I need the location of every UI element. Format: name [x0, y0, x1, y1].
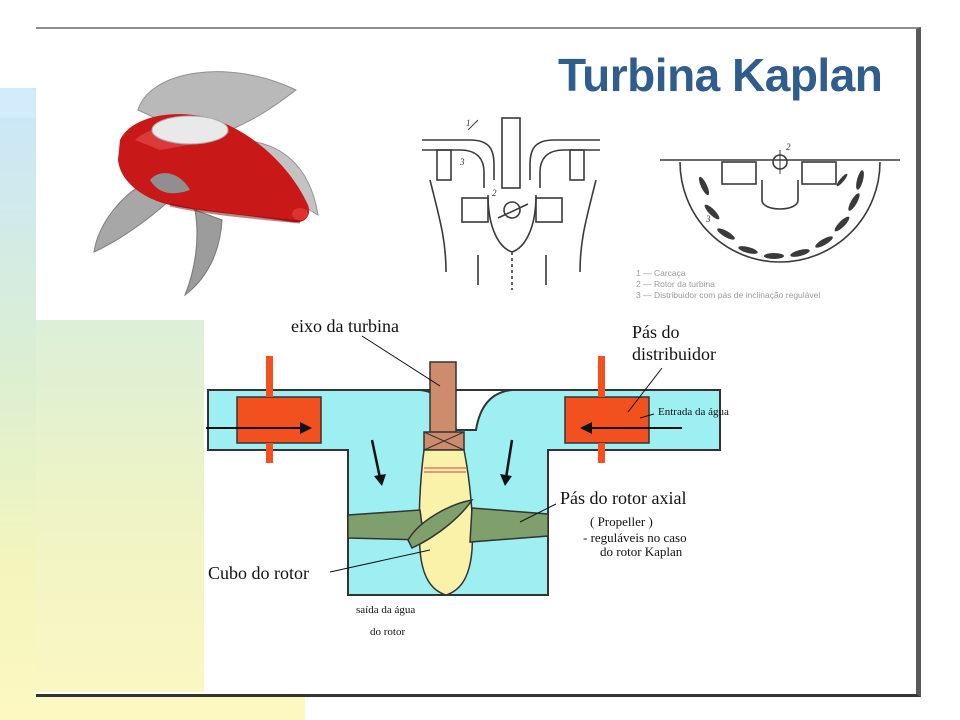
sketch-plan-number-3: 3 — [705, 214, 711, 224]
sketch-number-2: 2 — [492, 188, 497, 198]
sketch-plan-view — [660, 150, 900, 263]
label-cubo-rotor: Cubo do rotor — [208, 563, 309, 583]
sketch-plan-vanes — [698, 170, 864, 259]
label-saida-agua-1: saída da água — [356, 604, 416, 616]
label-regulaveis-1: - reguláveis no caso — [583, 530, 687, 545]
label-pas-distribuidor-2: distribuidor — [632, 344, 716, 364]
sketch-number-1: 1 — [466, 118, 471, 128]
label-saida-agua-2: do rotor — [370, 626, 406, 638]
sketch-legend: 1 — Carcaça 2 — Rotor da turbina 3 — Dis… — [636, 268, 820, 301]
slide-left-gradient — [36, 320, 204, 692]
label-propeller: ( Propeller ) — [590, 514, 653, 529]
background-tab — [0, 88, 42, 118]
sketch-cross-section — [422, 117, 600, 290]
sketch-plan-number-2: 2 — [786, 142, 791, 152]
legend-item: 1 — Carcaça — [636, 268, 686, 278]
page-title: Turbina Kaplan — [558, 49, 883, 101]
label-pas-rotor-axial: Pás do rotor axial — [560, 488, 687, 508]
kaplan-runner-render — [48, 38, 408, 316]
label-regulaveis-2: do rotor Kaplan — [600, 544, 683, 559]
label-entrada-agua: Entrada da água — [658, 406, 729, 418]
legend-item: 3 — Distribuidor com pás de inclinação r… — [636, 290, 821, 300]
sketch-number-3: 3 — [459, 157, 465, 167]
legend-item: 2 — Rotor da turbina — [636, 279, 715, 289]
label-pas-distribuidor-1: Pás do — [632, 322, 680, 342]
kaplan-schematic — [206, 335, 721, 596]
label-eixo-turbina: eixo da turbina — [291, 316, 399, 336]
